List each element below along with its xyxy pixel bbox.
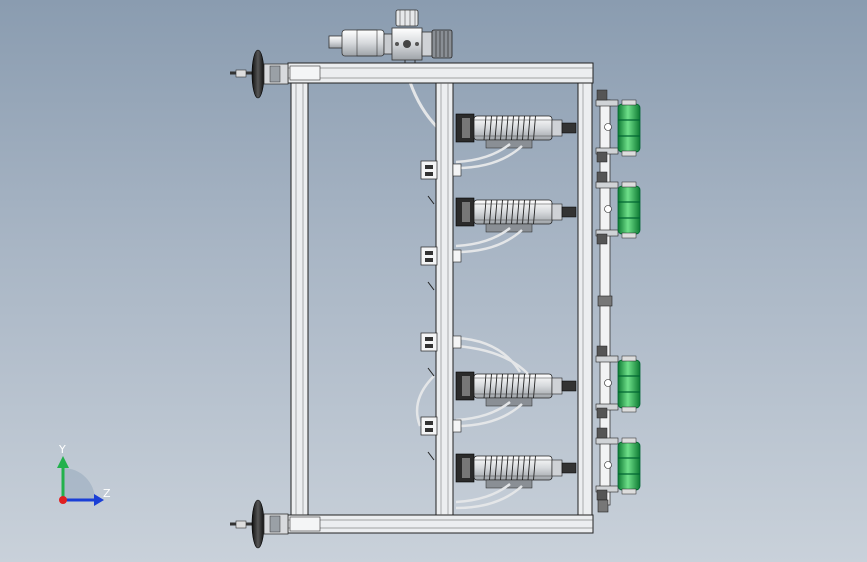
z-axis-label: Z	[103, 487, 111, 500]
frame-left-post[interactable]	[290, 82, 309, 516]
valve-blocks	[420, 160, 462, 461]
handwheel-icon[interactable]	[230, 49, 321, 99]
hose-bundle	[415, 336, 529, 427]
frame-top-beam[interactable]	[287, 62, 594, 84]
cylinder-unit[interactable]	[455, 453, 577, 510]
motor-assembly[interactable]	[328, 9, 453, 66]
valve-block[interactable]	[420, 332, 462, 377]
valve-block[interactable]	[420, 160, 462, 205]
green-rollers	[595, 89, 641, 501]
rail-bracket	[597, 499, 609, 513]
cylinder-units	[415, 113, 577, 510]
motor-cable	[408, 81, 440, 130]
valve-block[interactable]	[420, 416, 462, 461]
rail-bracket	[597, 295, 613, 307]
green-roller[interactable]	[595, 427, 641, 501]
green-roller[interactable]	[595, 171, 641, 245]
frame-right-post[interactable]	[577, 82, 593, 516]
green-roller[interactable]	[595, 345, 641, 419]
axis-triad-icon: Y Z	[57, 443, 111, 506]
handwheel-icon[interactable]	[230, 499, 321, 549]
frame-middle-post[interactable]	[435, 82, 454, 516]
valve-block[interactable]	[420, 246, 462, 291]
cylinder-unit[interactable]	[455, 113, 577, 170]
frame-bottom-beam[interactable]	[287, 514, 594, 534]
green-roller[interactable]	[595, 89, 641, 163]
y-axis-label: Y	[58, 443, 66, 456]
cylinder-unit[interactable]	[455, 371, 577, 428]
cylinder-unit[interactable]	[455, 197, 577, 254]
